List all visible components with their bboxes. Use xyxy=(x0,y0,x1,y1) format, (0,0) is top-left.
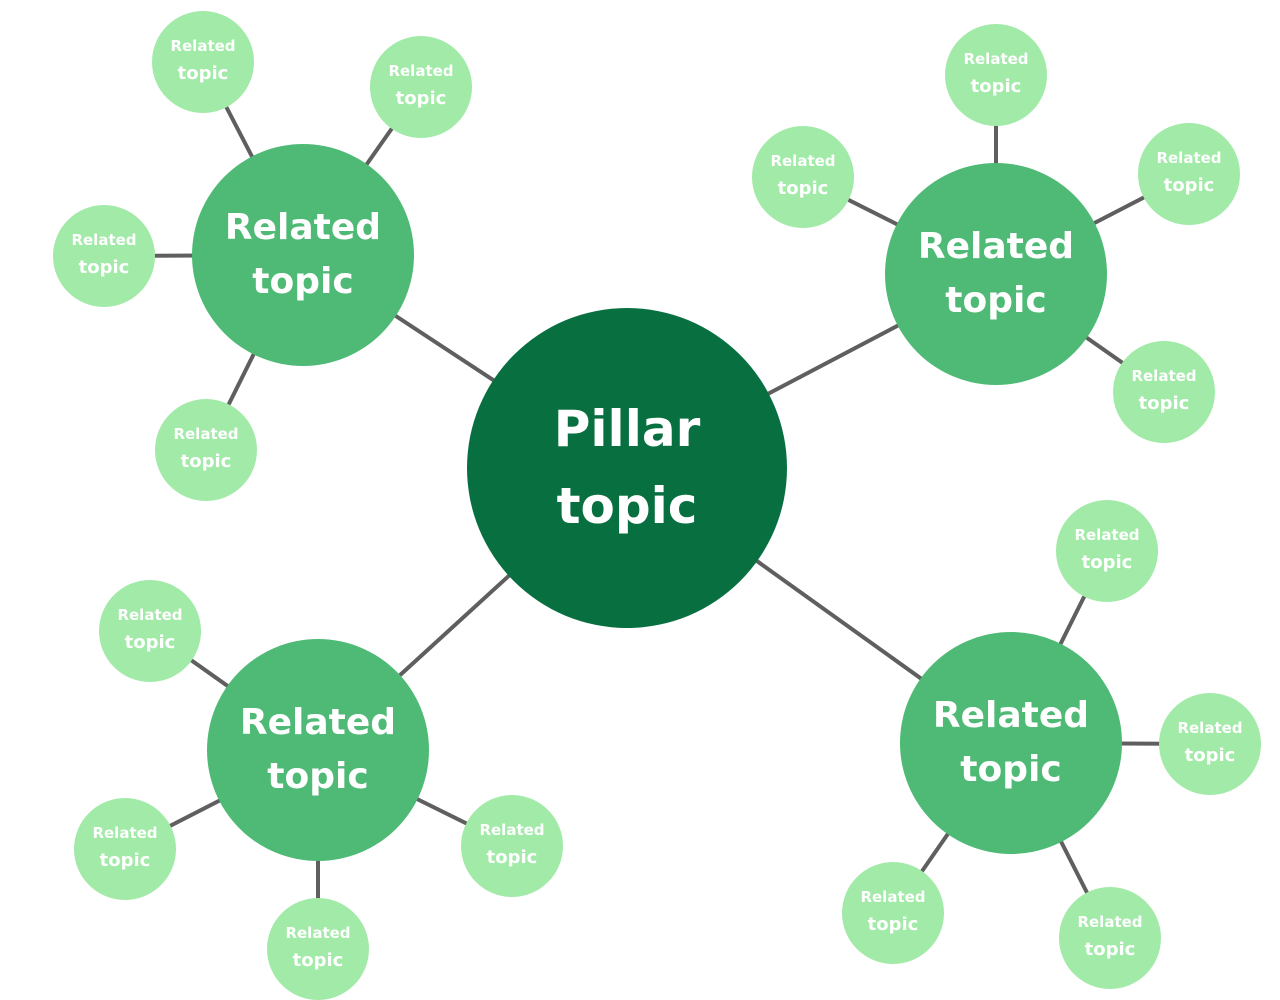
subtopic-node[interactable]: Related topic xyxy=(461,795,563,897)
subtopic-node[interactable]: Related topic xyxy=(53,205,155,307)
node-label-line1: Related xyxy=(224,207,382,248)
subtopic-node[interactable]: Related topic xyxy=(267,898,369,1000)
node-label-line2: topic xyxy=(777,178,829,200)
node-label-line2: topic xyxy=(1084,939,1136,961)
subtopic-node[interactable]: Related topic xyxy=(1113,341,1215,443)
subtopic-node[interactable]: Related topic xyxy=(945,24,1047,126)
node-label-line1: Related xyxy=(117,605,183,624)
node-label-line1: Related xyxy=(239,702,397,743)
subtopic-node[interactable]: Related topic xyxy=(1138,123,1240,225)
node-label-line1: Related xyxy=(1077,912,1143,931)
node-label-line2: topic xyxy=(180,451,232,473)
node-label-line1: Related xyxy=(963,49,1029,68)
node-label-line2: topic xyxy=(1081,552,1133,574)
related-topic-node[interactable]: Related topic xyxy=(900,632,1122,854)
related-topic-node[interactable]: Related topic xyxy=(207,639,429,861)
node-label-line2: topic xyxy=(292,950,344,972)
node-label-line2: topic xyxy=(252,261,354,302)
node-label-line1: Related xyxy=(170,36,236,55)
subtopic-node[interactable]: Related topic xyxy=(370,36,472,138)
node-label-line1: Related xyxy=(479,820,545,839)
node-label-line2: topic xyxy=(1163,175,1215,197)
node-label-line1: Related xyxy=(1156,148,1222,167)
subtopic-node[interactable]: Related topic xyxy=(152,11,254,113)
node-label-line1: Related xyxy=(770,151,836,170)
subtopic-node[interactable]: Related topic xyxy=(752,126,854,228)
node-label-line1: Related xyxy=(173,424,239,443)
subtopic-node[interactable]: Related topic xyxy=(1059,887,1161,989)
subtopic-node[interactable]: Related topic xyxy=(1159,693,1261,795)
related-topic-node[interactable]: Related topic xyxy=(192,144,414,366)
subtopic-node[interactable]: Related topic xyxy=(74,798,176,900)
node-label-line1: Related xyxy=(285,923,351,942)
node-label-line1: Related xyxy=(1131,366,1197,385)
node-label-line2: topic xyxy=(177,63,229,85)
pillar-topic-node[interactable]: Pillar topic xyxy=(467,308,787,628)
related-topic-node[interactable]: Related topic xyxy=(885,163,1107,385)
node-label-line2: topic xyxy=(960,749,1062,790)
node-label-line1: Related xyxy=(860,887,926,906)
node-label-line1: Related xyxy=(932,695,1090,736)
node-label-line2: topic xyxy=(124,632,176,654)
node-label-line2: topic xyxy=(1138,393,1190,415)
node-label-line2: topic xyxy=(867,914,919,936)
node-label-line1: Pillar xyxy=(553,399,701,458)
node-label-line2: topic xyxy=(970,76,1022,98)
subtopic-node[interactable]: Related topic xyxy=(1056,500,1158,602)
node-label-line1: Related xyxy=(1177,718,1243,737)
node-label-line2: topic xyxy=(78,257,130,279)
node-label-line1: Related xyxy=(917,226,1075,267)
node-label-line2: topic xyxy=(395,88,447,110)
node-label-line2: topic xyxy=(486,847,538,869)
node-label-line2: topic xyxy=(1184,745,1236,767)
node-label-line2: topic xyxy=(556,477,698,535)
subtopic-node[interactable]: Related topic xyxy=(99,580,201,682)
node-label-line1: Related xyxy=(92,823,158,842)
node-label-line2: topic xyxy=(99,850,151,872)
node-label-line2: topic xyxy=(267,756,369,797)
node-label-line1: Related xyxy=(1074,525,1140,544)
node-label-line1: Related xyxy=(388,61,454,80)
subtopic-node[interactable]: Related topic xyxy=(842,862,944,964)
node-label-line2: topic xyxy=(945,280,1047,321)
subtopic-node[interactable]: Related topic xyxy=(155,399,257,501)
node-label-line1: Related xyxy=(71,230,137,249)
